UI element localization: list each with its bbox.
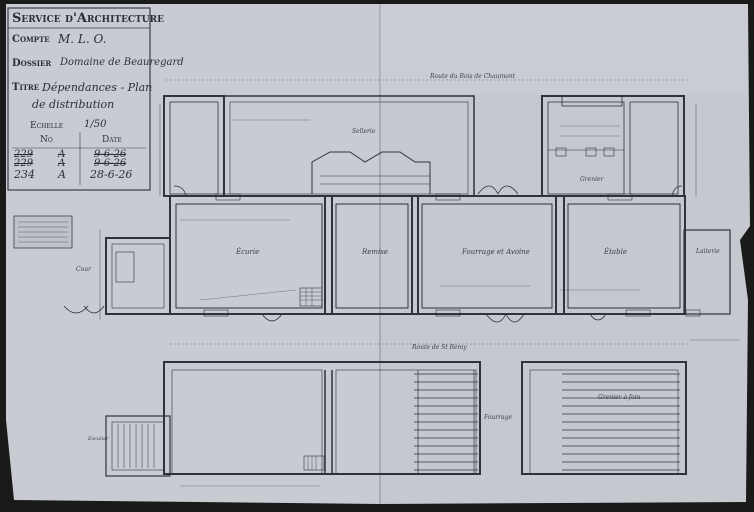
room-sellerie-label: Sellerie (352, 128, 376, 135)
room-fourrage-label: Fourrage et Avoine (462, 248, 530, 256)
titre-value-line-2: de distribution (32, 98, 115, 111)
room-etable-label: Étable (604, 248, 627, 256)
room-laiterie-label: Laiterie (696, 248, 720, 255)
upper-floor-plan (63, 79, 740, 345)
titre-value-line-1: Dépendances - Plan (42, 81, 153, 94)
dossier-value: Domaine de Beauregard (60, 57, 184, 68)
titre-label: Titre (12, 82, 40, 93)
compte-value: M. L. O. (58, 32, 107, 46)
room-remise-label: Remise (362, 248, 389, 256)
revision-row-2-date: 9-6-26 (94, 158, 127, 169)
revision-row-2-number: 229 (14, 158, 34, 169)
echelle-value: 1/50 (84, 119, 107, 130)
echelle-label: Echelle (30, 121, 64, 131)
lower-grenier-label: Grenier à foin (598, 394, 641, 401)
paper-stain (380, 4, 748, 94)
title-block-service: Service d'Architecture (12, 11, 164, 26)
lower-floor-plan (105, 361, 687, 487)
middle-road-label: Route de St Rémy (412, 344, 467, 351)
room-ecurie-label: Écurie (236, 248, 260, 256)
revision-row-1-number: 229 (14, 149, 34, 160)
stamp-note-box (13, 215, 73, 249)
room-grenier-label: Grenier (580, 176, 604, 183)
courtyard-label: Cour (76, 266, 91, 273)
top-road-label: Route du Bois de Chaumont (430, 73, 516, 80)
column-number-header: No (40, 135, 53, 145)
title-block-frame (7, 7, 151, 191)
revision-row-3-number: 234 (14, 168, 35, 181)
lower-fourrage-label: Fourrage (484, 414, 513, 421)
revision-row-3-date: 28-6-26 (90, 168, 133, 181)
paper-sheet-left (6, 4, 380, 504)
revision-row-1-suffix: A (58, 149, 66, 160)
stair-label: Escalier (88, 436, 109, 442)
compte-label: Compte (12, 34, 50, 45)
revision-row-1-date: 9-6-26 (94, 149, 127, 160)
dossier-label: Dossier (12, 58, 52, 69)
column-date-header: Date (102, 135, 122, 145)
revision-row-2-suffix: A (58, 158, 66, 169)
revision-row-3-suffix: A (58, 168, 66, 181)
